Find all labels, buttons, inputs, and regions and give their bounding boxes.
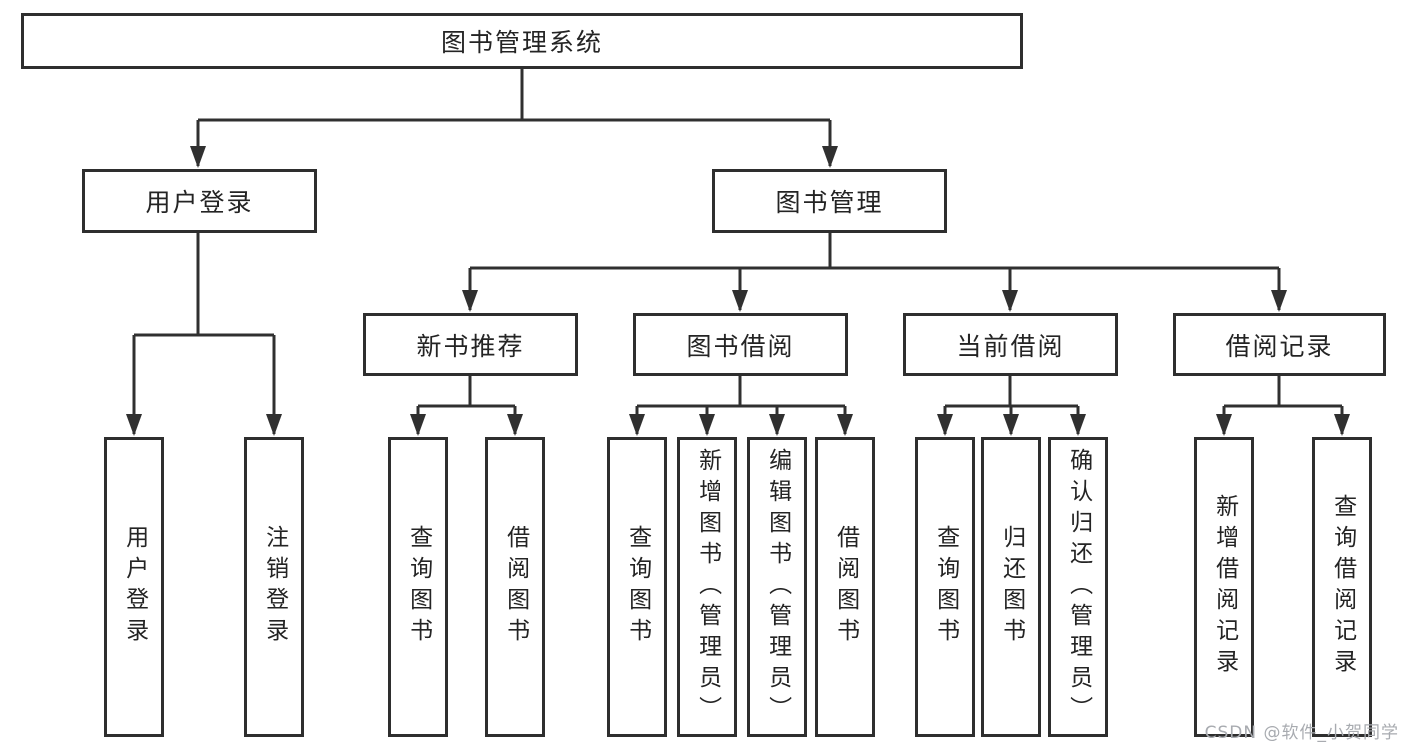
- node-new-book-recommend: 新书推荐: [363, 313, 578, 376]
- leaf-query-books-2: 查询图书: [607, 437, 667, 737]
- leaf-return-book: 归还图书: [981, 437, 1041, 737]
- arrowhead: [1003, 414, 1019, 436]
- connector-root-to-level2: [196, 69, 832, 166]
- arrowhead: [266, 414, 282, 436]
- node-user-login: 用户登录: [82, 169, 317, 233]
- leaf-confirm-return-admin: 确认归还（管理员）: [1048, 437, 1108, 737]
- node-current-borrow: 当前借阅: [903, 313, 1118, 376]
- leaf-add-book-admin: 新增图书（管理员）: [677, 437, 737, 737]
- arrowhead: [1070, 414, 1086, 436]
- arrowhead: [507, 414, 523, 436]
- leaf-borrow-books: 借阅图书: [485, 437, 545, 737]
- leaf-query-books-3: 查询图书: [915, 437, 975, 737]
- arrowhead: [937, 414, 953, 436]
- arrowhead: [822, 146, 838, 168]
- arrowhead: [1271, 290, 1287, 312]
- csdn-watermark: CSDN @软件_小贺同学: [1204, 723, 1399, 743]
- arrowhead: [190, 146, 206, 168]
- arrowhead: [126, 414, 142, 436]
- leaf-logout: 注销登录: [244, 437, 304, 737]
- node-book-borrow: 图书借阅: [633, 313, 848, 376]
- arrowhead: [732, 290, 748, 312]
- leaf-borrow-books-2: 借阅图书: [815, 437, 875, 737]
- node-book-management: 图书管理: [712, 169, 947, 233]
- connector-user-login-to-leaves: [132, 232, 276, 434]
- connector-book-borrow-to-leaves: [635, 376, 847, 434]
- arrowhead: [1002, 290, 1018, 312]
- arrowhead: [462, 290, 478, 312]
- arrowhead: [1216, 414, 1232, 436]
- leaf-query-books: 查询图书: [388, 437, 448, 737]
- leaf-query-borrow-record: 查询借阅记录: [1312, 437, 1372, 737]
- arrowhead: [629, 414, 645, 436]
- leaf-add-borrow-record: 新增借阅记录: [1194, 437, 1254, 737]
- arrowhead: [410, 414, 426, 436]
- leaf-edit-book-admin: 编辑图书（管理员）: [747, 437, 807, 737]
- leaf-user-login: 用户登录: [104, 437, 164, 737]
- node-library-management-system: 图书管理系统: [21, 13, 1023, 69]
- connector-book-management-to-level3: [468, 232, 1281, 310]
- arrowhead: [1334, 414, 1350, 436]
- connector-borrow-records-to-leaves: [1222, 376, 1344, 434]
- arrowhead: [837, 414, 853, 436]
- arrowhead: [769, 414, 785, 436]
- connector-new-book-recommend-to-leaves: [416, 376, 517, 434]
- arrowhead: [699, 414, 715, 436]
- node-borrow-records: 借阅记录: [1173, 313, 1386, 376]
